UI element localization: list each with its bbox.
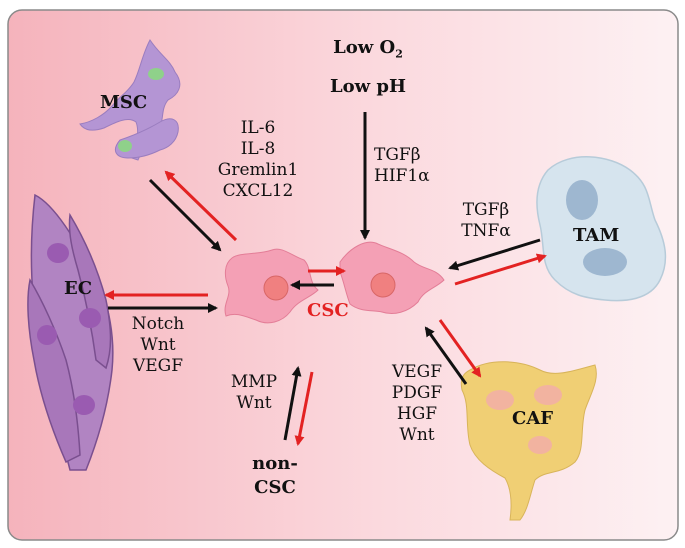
ec-cell-illustration: [27, 193, 114, 471]
factor-item: Wnt: [236, 393, 272, 413]
csc-cell-illustration: [224, 241, 445, 324]
noncsc-label-line2: CSC: [254, 477, 296, 498]
tam-cell-illustration: [536, 156, 667, 302]
factor-item: PDGF: [391, 383, 443, 403]
factor-item: MMP: [230, 372, 278, 392]
factor-item: IL-8: [240, 139, 276, 159]
arrow-csc-to-msc: [164, 170, 238, 242]
environment-line1-subscript: 2: [395, 47, 403, 61]
environment-line2: Low pH: [329, 75, 407, 97]
factor-item: TGFβ: [462, 200, 510, 220]
factor-item: TGFβ: [374, 145, 421, 165]
arrow-noncsc-to-csc: [283, 366, 302, 441]
arrow-csc-to-noncsc: [294, 371, 314, 446]
noncsc-label: non- CSC: [240, 452, 310, 500]
factor-item: VEGF: [391, 362, 443, 382]
caf-label: CAF: [512, 408, 554, 429]
tam-label: TAM: [573, 225, 620, 246]
caf-cell-illustration: [460, 361, 597, 521]
arrow-csc-to-caf: [438, 319, 482, 378]
factor-item: Wnt: [140, 335, 176, 355]
msc-factors: IL-6 IL-8 Gremlin1 CXCL12: [200, 118, 316, 202]
factor-item: VEGF: [132, 356, 184, 376]
factor-item: Wnt: [399, 425, 435, 445]
factor-item: CXCL12: [222, 181, 294, 201]
factor-item: TNFα: [461, 221, 511, 241]
arrow-tam-to-csc: [448, 238, 541, 271]
ec-label: EC: [64, 278, 93, 299]
arrow-csc-to-tam: [454, 253, 547, 286]
noncsc-factors: MMP Wnt: [224, 372, 284, 414]
factor-item: Notch: [131, 314, 185, 334]
factor-item: HIF1α: [374, 166, 430, 186]
factor-item: IL-6: [240, 118, 276, 138]
msc-cell-illustration: [79, 39, 181, 161]
ec-factors: Notch Wnt VEGF: [116, 314, 200, 377]
arrow-msc-to-csc: [148, 178, 222, 252]
environment-line1: Low O: [333, 37, 396, 58]
noncsc-label-line1: non-: [252, 453, 298, 474]
factor-item: HGF: [396, 404, 438, 424]
factor-item: Gremlin1: [217, 160, 299, 180]
msc-label: MSC: [100, 92, 148, 113]
caf-factors: VEGF PDGF HGF Wnt: [382, 362, 452, 446]
arrow-caf-to-csc: [424, 326, 468, 385]
environment-factors: TGFβ HIF1α: [374, 145, 430, 187]
tam-factors: TGFβ TNFα: [446, 200, 526, 242]
environment-label: Low O2 Low pH: [318, 36, 418, 99]
csc-label: CSC: [307, 300, 349, 321]
